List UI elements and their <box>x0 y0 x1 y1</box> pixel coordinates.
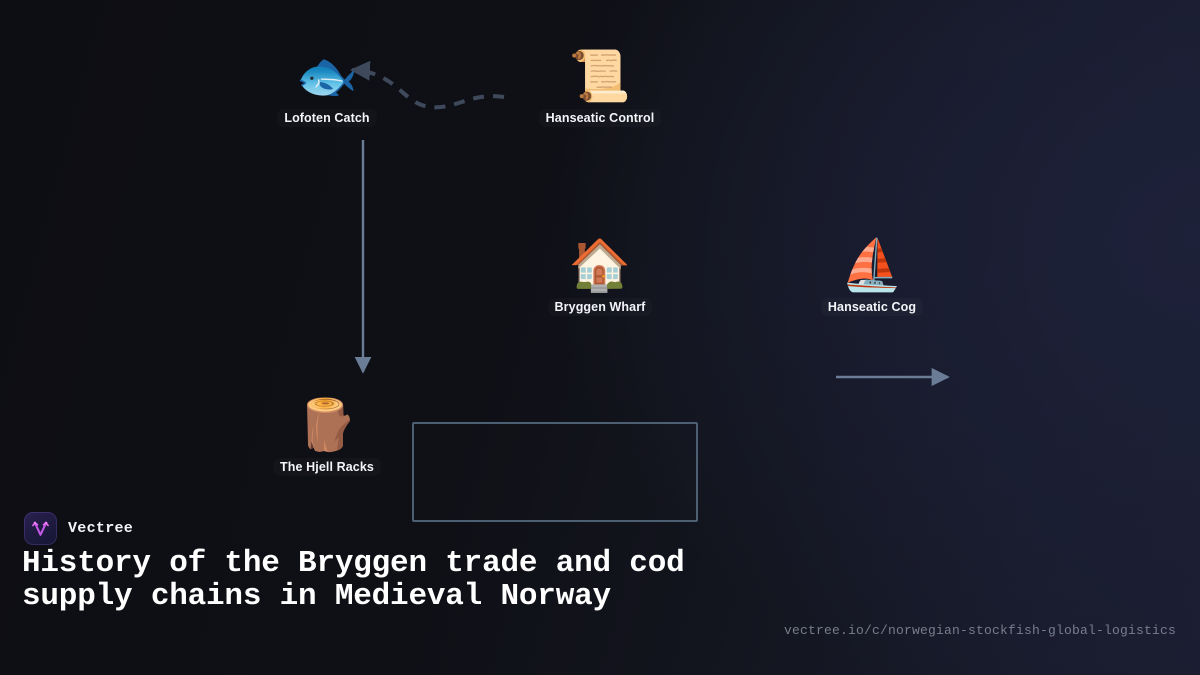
scroll-icon: 📜 <box>568 47 632 105</box>
page-title: History of the Bryggen trade and cod sup… <box>22 546 685 614</box>
vectree-logo-icon <box>24 512 57 545</box>
node-bryggen-wharf[interactable]: 🏠 Bryggen Wharf <box>525 237 675 316</box>
node-lofoten-catch[interactable]: 🐟 Lofoten Catch <box>252 48 402 127</box>
node-label: Hanseatic Cog <box>821 298 923 316</box>
node-label: The Hjell Racks <box>273 458 381 476</box>
node-the-hjell-racks[interactable]: 🪵 The Hjell Racks <box>252 397 402 476</box>
brand-row: Vectree <box>24 512 133 545</box>
node-label: Hanseatic Control <box>539 109 662 127</box>
brand-name: Vectree <box>68 520 134 537</box>
house-icon: 🏠 <box>568 236 632 294</box>
node-label: Lofoten Catch <box>277 109 376 127</box>
node-hanseatic-cog[interactable]: ⛵ Hanseatic Cog <box>797 237 947 316</box>
node-hanseatic-control[interactable]: 📜 Hanseatic Control <box>525 48 675 127</box>
empty-group-box[interactable] <box>412 422 698 522</box>
footer-url: vectree.io/c/norwegian-stockfish-global-… <box>783 623 1176 638</box>
node-label: Bryggen Wharf <box>548 298 653 316</box>
fish-icon: 🐟 <box>295 47 359 105</box>
log-icon: 🪵 <box>295 396 359 454</box>
sailboat-icon: ⛵ <box>840 236 904 294</box>
